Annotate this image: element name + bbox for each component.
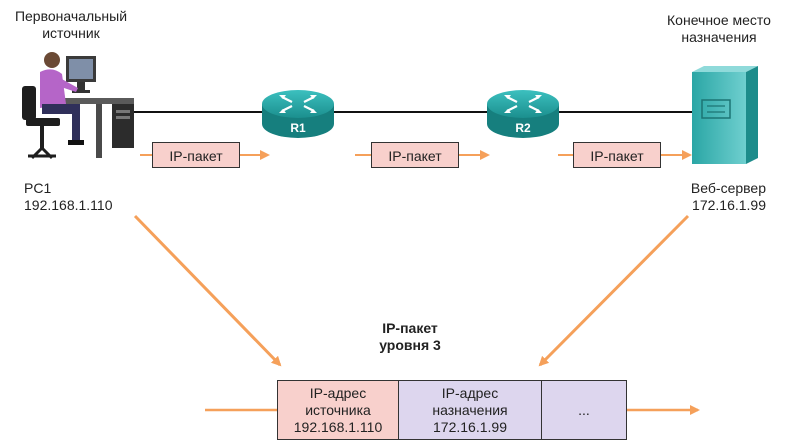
- field-ellipsis: ...: [578, 402, 590, 418]
- field-line: назначения: [432, 402, 508, 418]
- pc-ip: 192.168.1.110: [24, 197, 113, 213]
- router-r1-icon: [262, 90, 334, 138]
- field-line: IP-адрес: [309, 385, 367, 401]
- hop-packet-1: IP-пакет: [152, 142, 240, 168]
- server-info: Веб-сервер 172.16.1.99: [626, 180, 766, 214]
- source-label-line: источник: [42, 25, 100, 41]
- source-label-line: Первоначальный: [14, 8, 128, 24]
- destination-label-line: Конечное место: [667, 12, 771, 28]
- layer3-packet-title: IP-пакет уровня 3: [330, 320, 490, 354]
- router-r2-icon: [487, 90, 559, 138]
- pc-name: PC1: [24, 180, 52, 196]
- field-destination-ip: IP-адрес назначения 172.16.1.99: [398, 380, 542, 440]
- field-source-ip: IP-адрес источника 192.168.1.110: [277, 380, 399, 440]
- server-name: Веб-сервер: [690, 180, 766, 196]
- router-r1-label: R1: [290, 121, 306, 135]
- layer3-title-line: уровня 3: [379, 337, 441, 353]
- field-more: ...: [541, 380, 627, 440]
- pc-info: PC1 192.168.1.110: [24, 180, 164, 214]
- router-r2-label: R2: [515, 121, 531, 135]
- hop-packet-2: IP-пакет: [371, 142, 459, 168]
- destination-ip-arrow: [538, 214, 690, 367]
- destination-label: Конечное место назначения: [654, 12, 784, 46]
- web-server-icon: [692, 66, 758, 164]
- field-line: источника: [305, 402, 371, 418]
- destination-label-line: назначения: [681, 29, 757, 45]
- field-line: IP-адрес: [441, 385, 499, 401]
- source-ip-arrow: [133, 214, 282, 367]
- field-line: 192.168.1.110: [293, 419, 383, 435]
- source-label: Первоначальный источник: [6, 8, 136, 42]
- field-line: [542, 385, 626, 402]
- pc-workstation-icon: [22, 52, 134, 160]
- layer3-title-line: IP-пакет: [382, 320, 438, 336]
- field-line: 172.16.1.99: [433, 419, 507, 435]
- server-ip: 172.16.1.99: [692, 197, 766, 213]
- hop-packet-3: IP-пакет: [573, 142, 661, 168]
